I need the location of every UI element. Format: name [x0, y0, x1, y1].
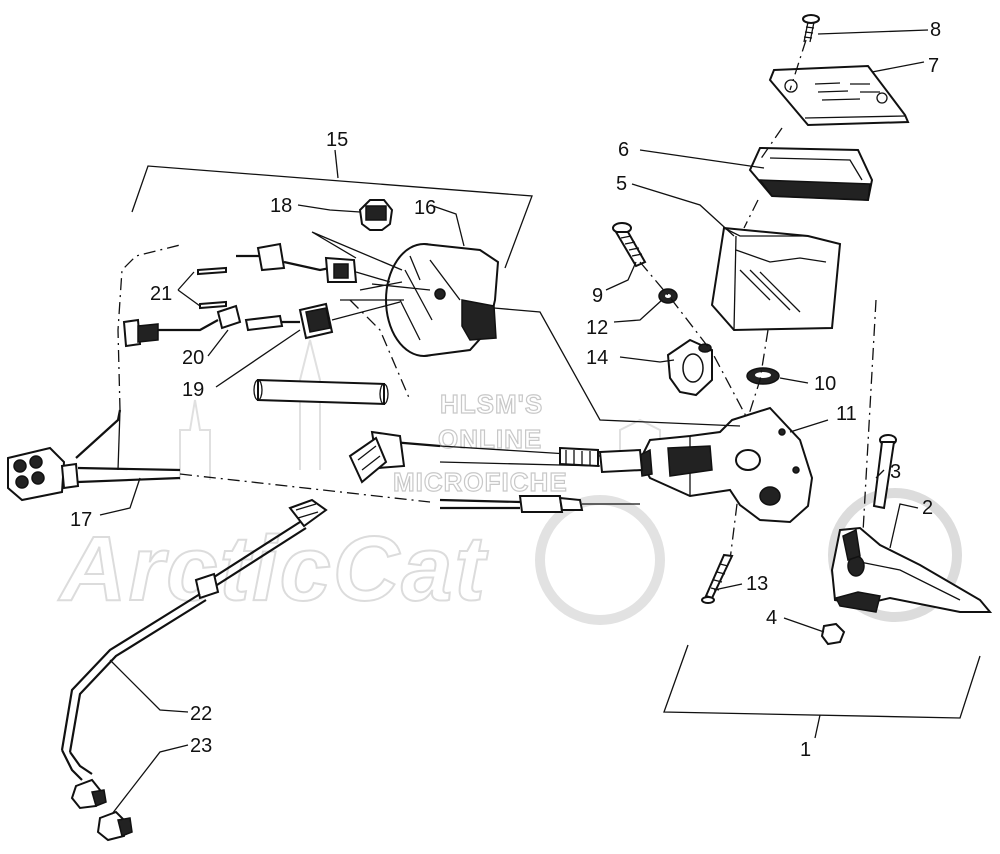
- harness-connector-part: [7, 409, 431, 503]
- group-bracket-1: [663, 644, 981, 739]
- assembly-axis-lines: [117, 39, 877, 561]
- callout-leader-lines: [99, 29, 929, 815]
- reservoir-diaphragm-part: [748, 146, 874, 202]
- brake-lever-part: [830, 526, 993, 613]
- pivot-bolt-part: [872, 434, 897, 510]
- reservoir-cover-part: [768, 64, 910, 127]
- watermark-logo-ring-icon: [535, 488, 962, 625]
- callout-3: 3: [890, 461, 901, 483]
- hose-fitting-part: [96, 810, 133, 842]
- handlebar-clamp-part: [666, 338, 713, 397]
- callout-12: 12: [586, 317, 608, 339]
- watermark-line1: HLSM'S: [440, 389, 543, 419]
- wire-tube-segment: [253, 378, 389, 406]
- callout-20: 20: [182, 347, 204, 369]
- switch-screw-part: [701, 553, 734, 604]
- callout-16: 16: [414, 197, 436, 219]
- screw-21-lower: [199, 300, 227, 310]
- lock-washer-part: [658, 288, 678, 304]
- callout-labels: 8 7 6 5 9 12 14 10 11 3 2 13 4 1 15 18 1…: [70, 19, 941, 761]
- callout-19: 19: [182, 379, 204, 401]
- callout-9: 9: [592, 285, 603, 307]
- watermark-line3: MICROFICHE: [393, 467, 568, 497]
- callout-21: 21: [150, 283, 172, 305]
- callout-11: 11: [836, 403, 857, 425]
- group-bracket-15: [131, 149, 533, 269]
- callout-5: 5: [616, 173, 627, 195]
- switch-housing-part: [385, 243, 500, 357]
- harness-wire-line: [117, 409, 121, 471]
- banjo-fitting-part: [70, 778, 107, 810]
- callout-10: 10: [814, 373, 836, 395]
- brake-line-part: [60, 498, 328, 781]
- brake-switch-cable-part: [439, 495, 640, 513]
- brake-reservoir-part: [710, 226, 842, 332]
- wire-terminal-upper: [236, 242, 391, 283]
- cover-screw-part: [802, 14, 820, 43]
- housing-to-cylinder-line: [493, 307, 741, 427]
- callout-14: 14: [586, 347, 608, 369]
- watermark: ArcticCat HLSM'S ONLINE MICROFICHE: [57, 339, 962, 625]
- callout-4: 4: [766, 607, 777, 629]
- wire-terminal-lower: [122, 301, 401, 348]
- callout-1: 1: [800, 739, 811, 761]
- callout-17: 17: [70, 509, 92, 531]
- reservoir-grommet-part: [746, 367, 780, 385]
- callout-15: 15: [326, 129, 348, 151]
- callout-22: 22: [190, 703, 212, 725]
- callout-2: 2: [922, 497, 933, 519]
- callout-18: 18: [270, 195, 292, 217]
- lever-nut-part: [820, 622, 846, 646]
- callout-6: 6: [618, 139, 629, 161]
- watermark-brand: ArcticCat: [58, 518, 488, 620]
- leader-lines-18-21: [311, 231, 431, 301]
- callout-8: 8: [930, 19, 941, 41]
- screw-21-upper: [197, 266, 227, 276]
- brake-hose-upper: [348, 430, 644, 484]
- callout-23: 23: [190, 735, 212, 757]
- mounting-screw-part: [612, 222, 647, 268]
- watermark-line2: ONLINE: [438, 424, 542, 454]
- dimmer-knob-part: [358, 199, 394, 231]
- callout-13: 13: [746, 573, 768, 595]
- callout-7: 7: [928, 55, 939, 77]
